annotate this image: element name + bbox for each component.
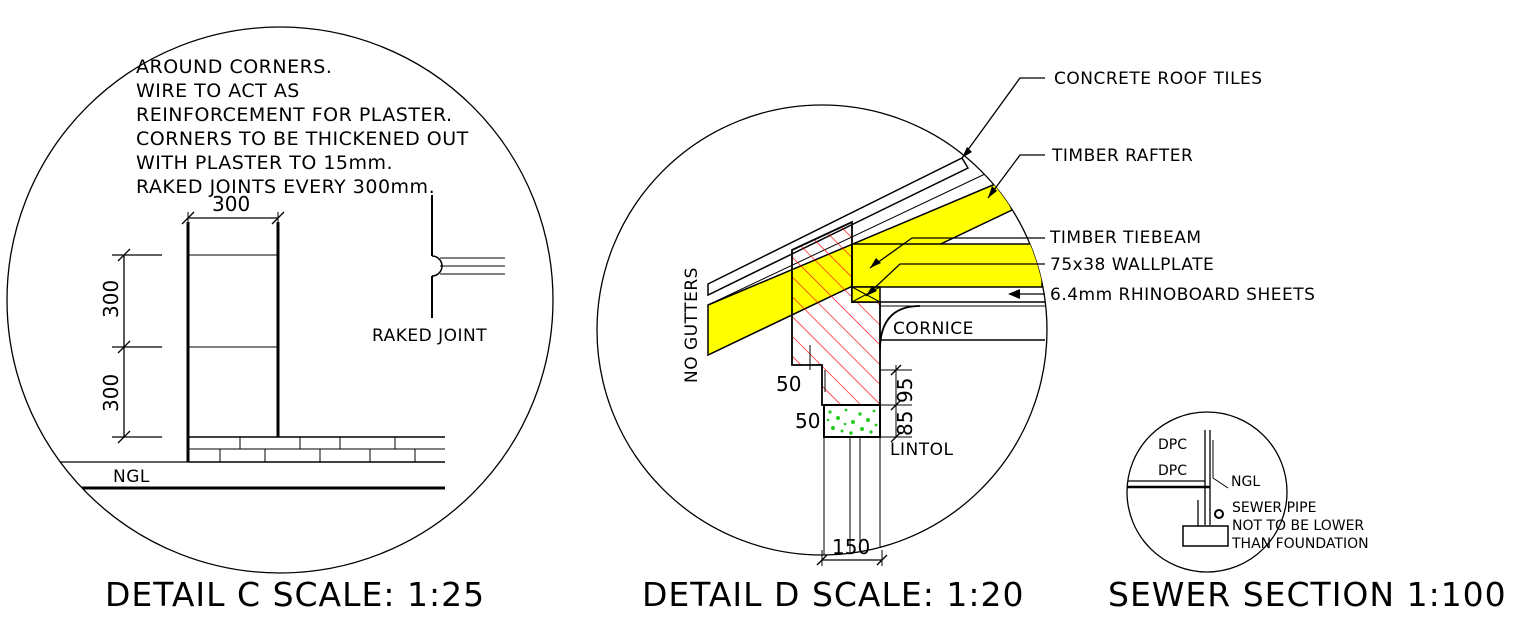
dim-width-300: 300 — [212, 192, 250, 216]
note-line-2: WIRE TO ACT AS — [136, 80, 300, 102]
dim-lower-300: 300 — [99, 374, 123, 412]
dim-150: 150 — [832, 535, 870, 559]
sewer-ngl: NGL — [1231, 474, 1260, 490]
detail-c-notes: AROUND CORNERS. WIRE TO ACT AS REINFORCE… — [136, 56, 469, 198]
note-line-4: CORNERS TO BE THICKENED OUT — [136, 128, 469, 150]
sewer-note-1: SEWER PIPE — [1232, 500, 1316, 516]
detail-c-title: DETAIL C SCALE: 1:25 — [105, 575, 485, 614]
sewer-note-2: NOT TO BE LOWER — [1232, 518, 1364, 534]
brick-courses — [188, 436, 445, 463]
note-line-3: REINFORCEMENT FOR PLASTER. — [136, 104, 453, 126]
dim-upper-300: 300 — [99, 280, 123, 318]
dim-50-upper: 50 — [776, 372, 801, 396]
label-lintol: LINTOL — [890, 440, 953, 460]
raked-joint-detail — [431, 195, 505, 318]
dim-50-lower: 50 — [795, 409, 820, 433]
dim-85: 85 — [893, 411, 917, 436]
raked-joint-label: RAKED JOINT — [372, 326, 487, 346]
detail-c: AROUND CORNERS. WIRE TO ACT AS REINFORCE… — [6, 26, 554, 614]
label-concrete-roof-tiles: CONCRETE ROOF TILES — [1054, 69, 1263, 89]
sewer-dpc-upper: DPC — [1158, 437, 1187, 453]
label-rhinoboard: 6.4mm RHINOBOARD SHEETS — [1050, 285, 1315, 305]
sewer-foundation — [1182, 525, 1229, 547]
detail-c-circle — [6, 26, 554, 574]
roof-tiles — [707, 157, 970, 297]
timber-tiebeam — [851, 243, 1043, 288]
sewer-dpc-lower: DPC — [1158, 463, 1187, 479]
ngl-label: NGL — [113, 467, 150, 487]
label-cornice: CORNICE — [893, 319, 974, 339]
label-timber-rafter: TIMBER RAFTER — [1051, 146, 1193, 166]
detail-d-title: DETAIL D SCALE: 1:20 — [642, 575, 1024, 614]
sewer-title: SEWER SECTION 1:100 — [1108, 575, 1507, 614]
dim-95: 95 — [893, 378, 917, 403]
note-line-1: AROUND CORNERS. — [136, 56, 332, 78]
cornice — [879, 305, 921, 351]
label-timber-tiebeam: TIMBER TIEBEAM — [1049, 228, 1202, 248]
sewer-circle — [1126, 411, 1288, 573]
note-line-5: WITH PLASTER TO 15mm. — [136, 152, 393, 174]
note-line-6: RAKED JOINTS EVERY 300mm. — [136, 176, 435, 198]
detail-d: CONCRETE ROOF TILES TIMBER RAFTER TIMBER… — [596, 69, 1315, 614]
lintol-aggregate — [826, 408, 878, 435]
label-no-gutters: NO GUTTERS — [682, 267, 702, 383]
sewer-pipe — [1214, 509, 1224, 519]
label-wallplate: 75x38 WALLPLATE — [1050, 255, 1214, 275]
sewer-section: DPC DPC NGL SEWER PIPE NOT TO BE LOWER T… — [1108, 411, 1507, 614]
sewer-note-3: THAN FOUNDATION — [1231, 536, 1369, 552]
